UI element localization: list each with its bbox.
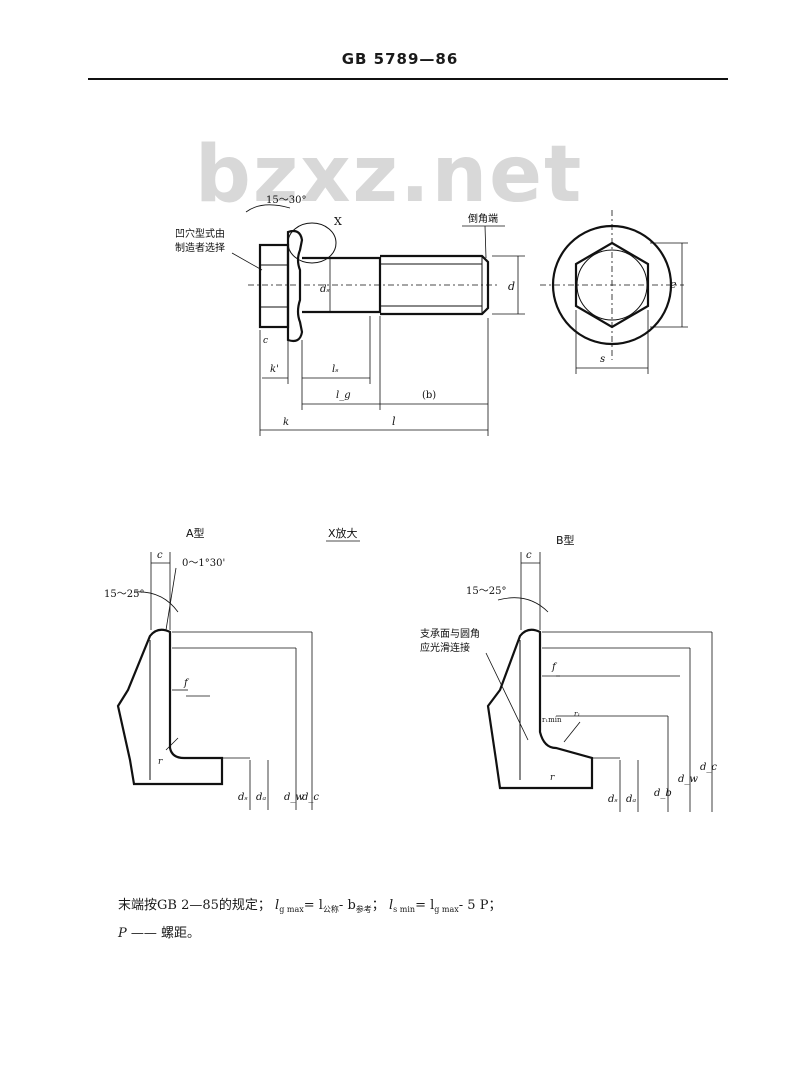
note-sep: ； [371,898,385,913]
detail-a-profile [116,628,224,786]
detail-b: B型 c 15～25° 支承面与圆角 应光滑连接 f r₁min r₁ r [420,533,717,812]
detail-b-dc-label: d_c [700,762,717,773]
ls-label: lₛ [332,364,339,375]
detail-a: A型 c 15～25° 0～1°30' f r dₛ dₐ d_w d_c [104,526,319,810]
standard-number-header: GB 5789—86 [341,50,459,68]
x-label: X [334,215,342,228]
detail-b-r1-label: r₁ [574,710,580,718]
detail-b-da-label: dₐ [626,794,636,805]
lg-label: l_g [336,390,351,401]
note-prefix: 末端按GB 2—85的规定； [118,898,271,913]
note-formula1: l [275,898,280,913]
note-formula1-sub2: 公称 [322,905,339,914]
ds-label: dₛ [320,284,330,295]
kprime-label: k' [270,364,279,375]
note-p-definition: —— 螺距。 [130,926,201,941]
detail-b-rmin-label: r₁min [542,716,562,724]
note-formula1-eq: = l [303,898,323,913]
detail-b-angle-arc [497,597,549,613]
detail-b-c-label: c [526,550,532,561]
k-label: k [283,417,289,428]
detail-a-f-label: f [183,678,190,689]
detail-a-dw-label: d_w [284,792,304,803]
detail-b-dw-label: d_w [678,774,698,785]
detail-b-angle-label: 15～25° [466,586,506,597]
detail-a-dc-label: d_c [302,792,319,803]
detail-a-angle-arc [133,591,179,613]
note-formula2: l [388,898,394,913]
support-note-line2: 应光滑连接 [420,641,470,654]
angle-label: 15～30° [266,195,306,206]
note-p-symbol: P [118,926,127,941]
e-label: e [670,278,677,291]
detail-x-circle [287,222,337,264]
support-note-line1: 支承面与圆角 [420,628,480,640]
concave-leader [231,252,263,271]
detail-a-ds-label: dₛ [238,792,248,803]
note-formula1-rest: - b [338,898,356,913]
detail-a-angle-label: 15～25° [104,589,144,600]
hex-head [258,243,290,329]
concave-note-line1: 凹穴型式由 [175,227,225,240]
note-formula2-sub: s min [393,905,416,914]
note-line-1: 末端按GB 2—85的规定； lg max= l公称- b参考； ls min=… [118,894,501,915]
c-label: c [263,336,268,346]
detail-b-db-label: d_b [654,788,672,799]
chamfer-leader [484,225,487,259]
l-label: l [392,415,396,428]
detail-b-title: B型 [556,533,575,547]
note-formula2-eq: = l [415,898,435,913]
detail-a-angle2-label: 0～1°30' [182,558,225,569]
detail-x-title: X放大 [328,526,358,540]
note-formula1-sub: g max [279,905,304,914]
detail-b-ds-label: dₛ [608,794,618,805]
d-label: d [508,280,515,293]
note-formula2-rest: - 5 P； [458,898,502,913]
concave-note-line2: 制造者选择 [175,241,225,254]
detail-b-profile [486,628,594,790]
watermark: bzxz.net [195,130,584,220]
support-leader [485,652,529,741]
s-label: s [600,354,605,365]
b-label: (b) [422,390,436,401]
angle-arc [245,204,291,213]
detail-a-c-label: c [157,550,163,561]
chamfer-label: 倒角端 [468,212,498,225]
note-formula1-sub3: 参考 [355,905,372,914]
detail-b-r-label: r [550,773,555,783]
note-formula2-sub2: g max [434,905,459,914]
bolt-side-view: d dₛ 15～30° X 凹穴型式由 制造者选择 倒角端 c k' lₛ l [175,195,525,436]
note-line-2: P —— 螺距。 [118,922,200,941]
detail-a-r-label: r [158,757,163,767]
bolt-end-view: e s [540,210,688,374]
flange [286,229,304,343]
detail-b-f-label: f [551,662,558,673]
detail-a-title: A型 [186,526,205,540]
detail-a-da-label: dₐ [256,792,266,803]
header-rule [88,78,728,80]
